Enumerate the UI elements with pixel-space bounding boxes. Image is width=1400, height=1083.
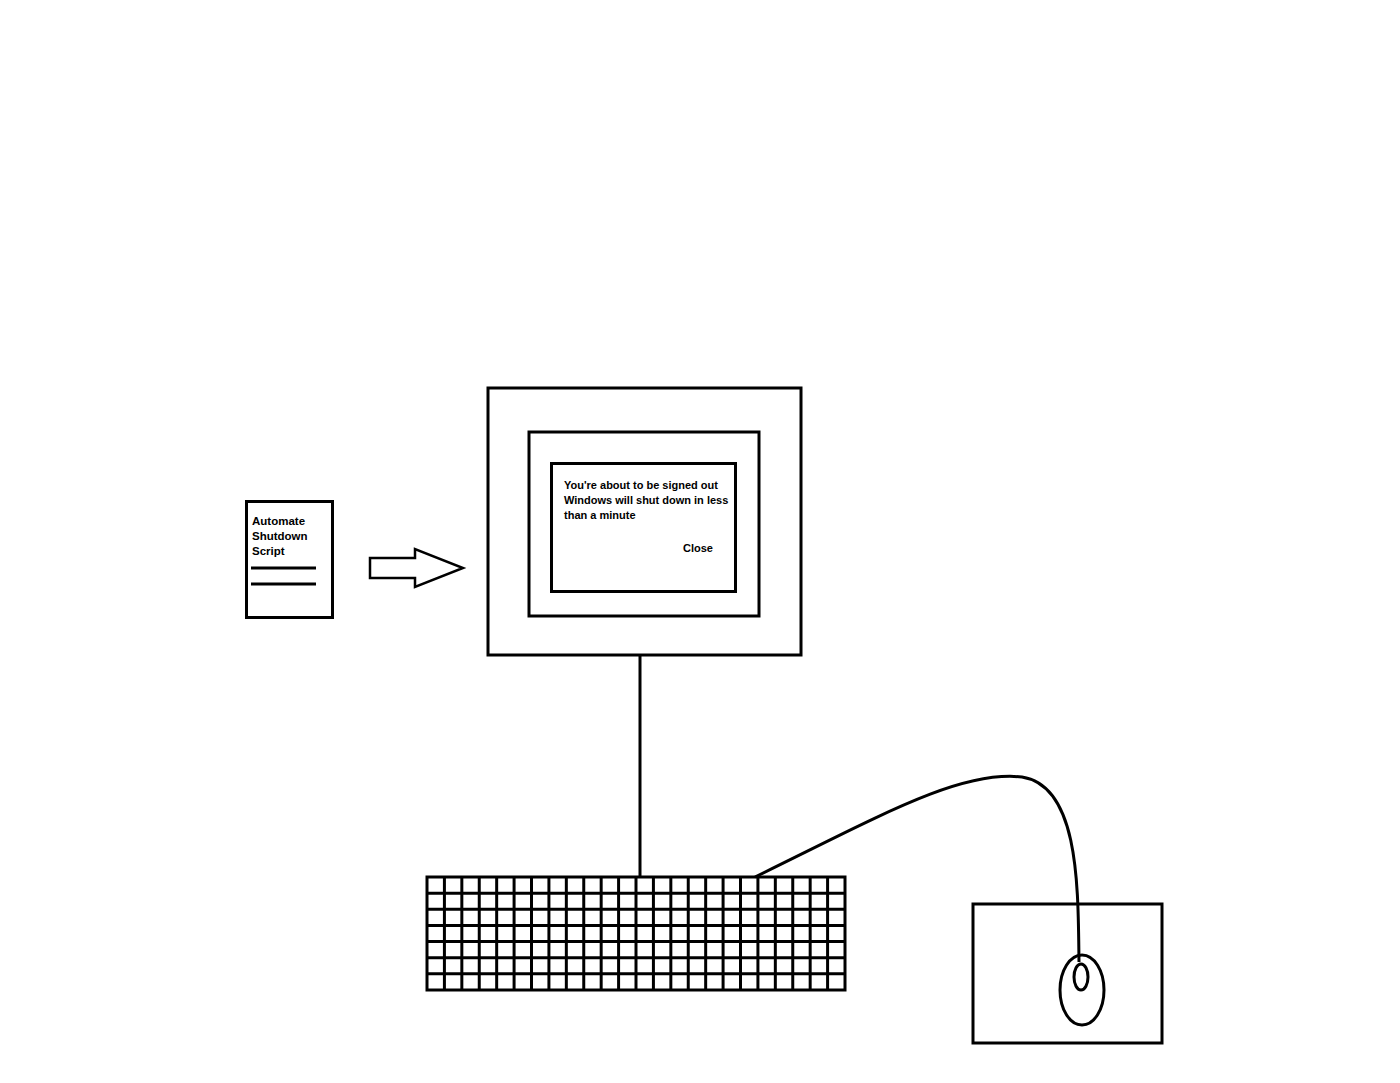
mouse-button	[1074, 964, 1088, 990]
script-document: Automate Shutdown Script	[245, 500, 334, 619]
mouse-pad	[973, 904, 1162, 1043]
close-button: Close	[564, 541, 730, 556]
key-line	[427, 892, 845, 895]
key-line	[427, 972, 845, 975]
keyboard-grid	[427, 877, 845, 990]
key-line	[427, 924, 845, 927]
key-line	[427, 940, 845, 943]
document-line	[251, 567, 316, 570]
monitor-cable	[639, 655, 642, 877]
document-title: Automate Shutdown Script	[252, 514, 327, 559]
mouse	[1060, 955, 1104, 1025]
dialog-box: You're about to be signed outWindows wil…	[550, 462, 737, 593]
block-arrow	[370, 549, 463, 587]
monitor-frame	[488, 388, 801, 655]
monitor-screen	[529, 432, 759, 616]
dialog-message: Windows will shut down in less than a mi…	[564, 493, 730, 523]
mouse-cable	[755, 776, 1079, 962]
dialog-heading: You're about to be signed out	[564, 478, 730, 493]
key-line	[427, 956, 845, 959]
key-line	[427, 908, 845, 911]
document-line	[251, 583, 316, 586]
keyboard	[427, 877, 845, 990]
